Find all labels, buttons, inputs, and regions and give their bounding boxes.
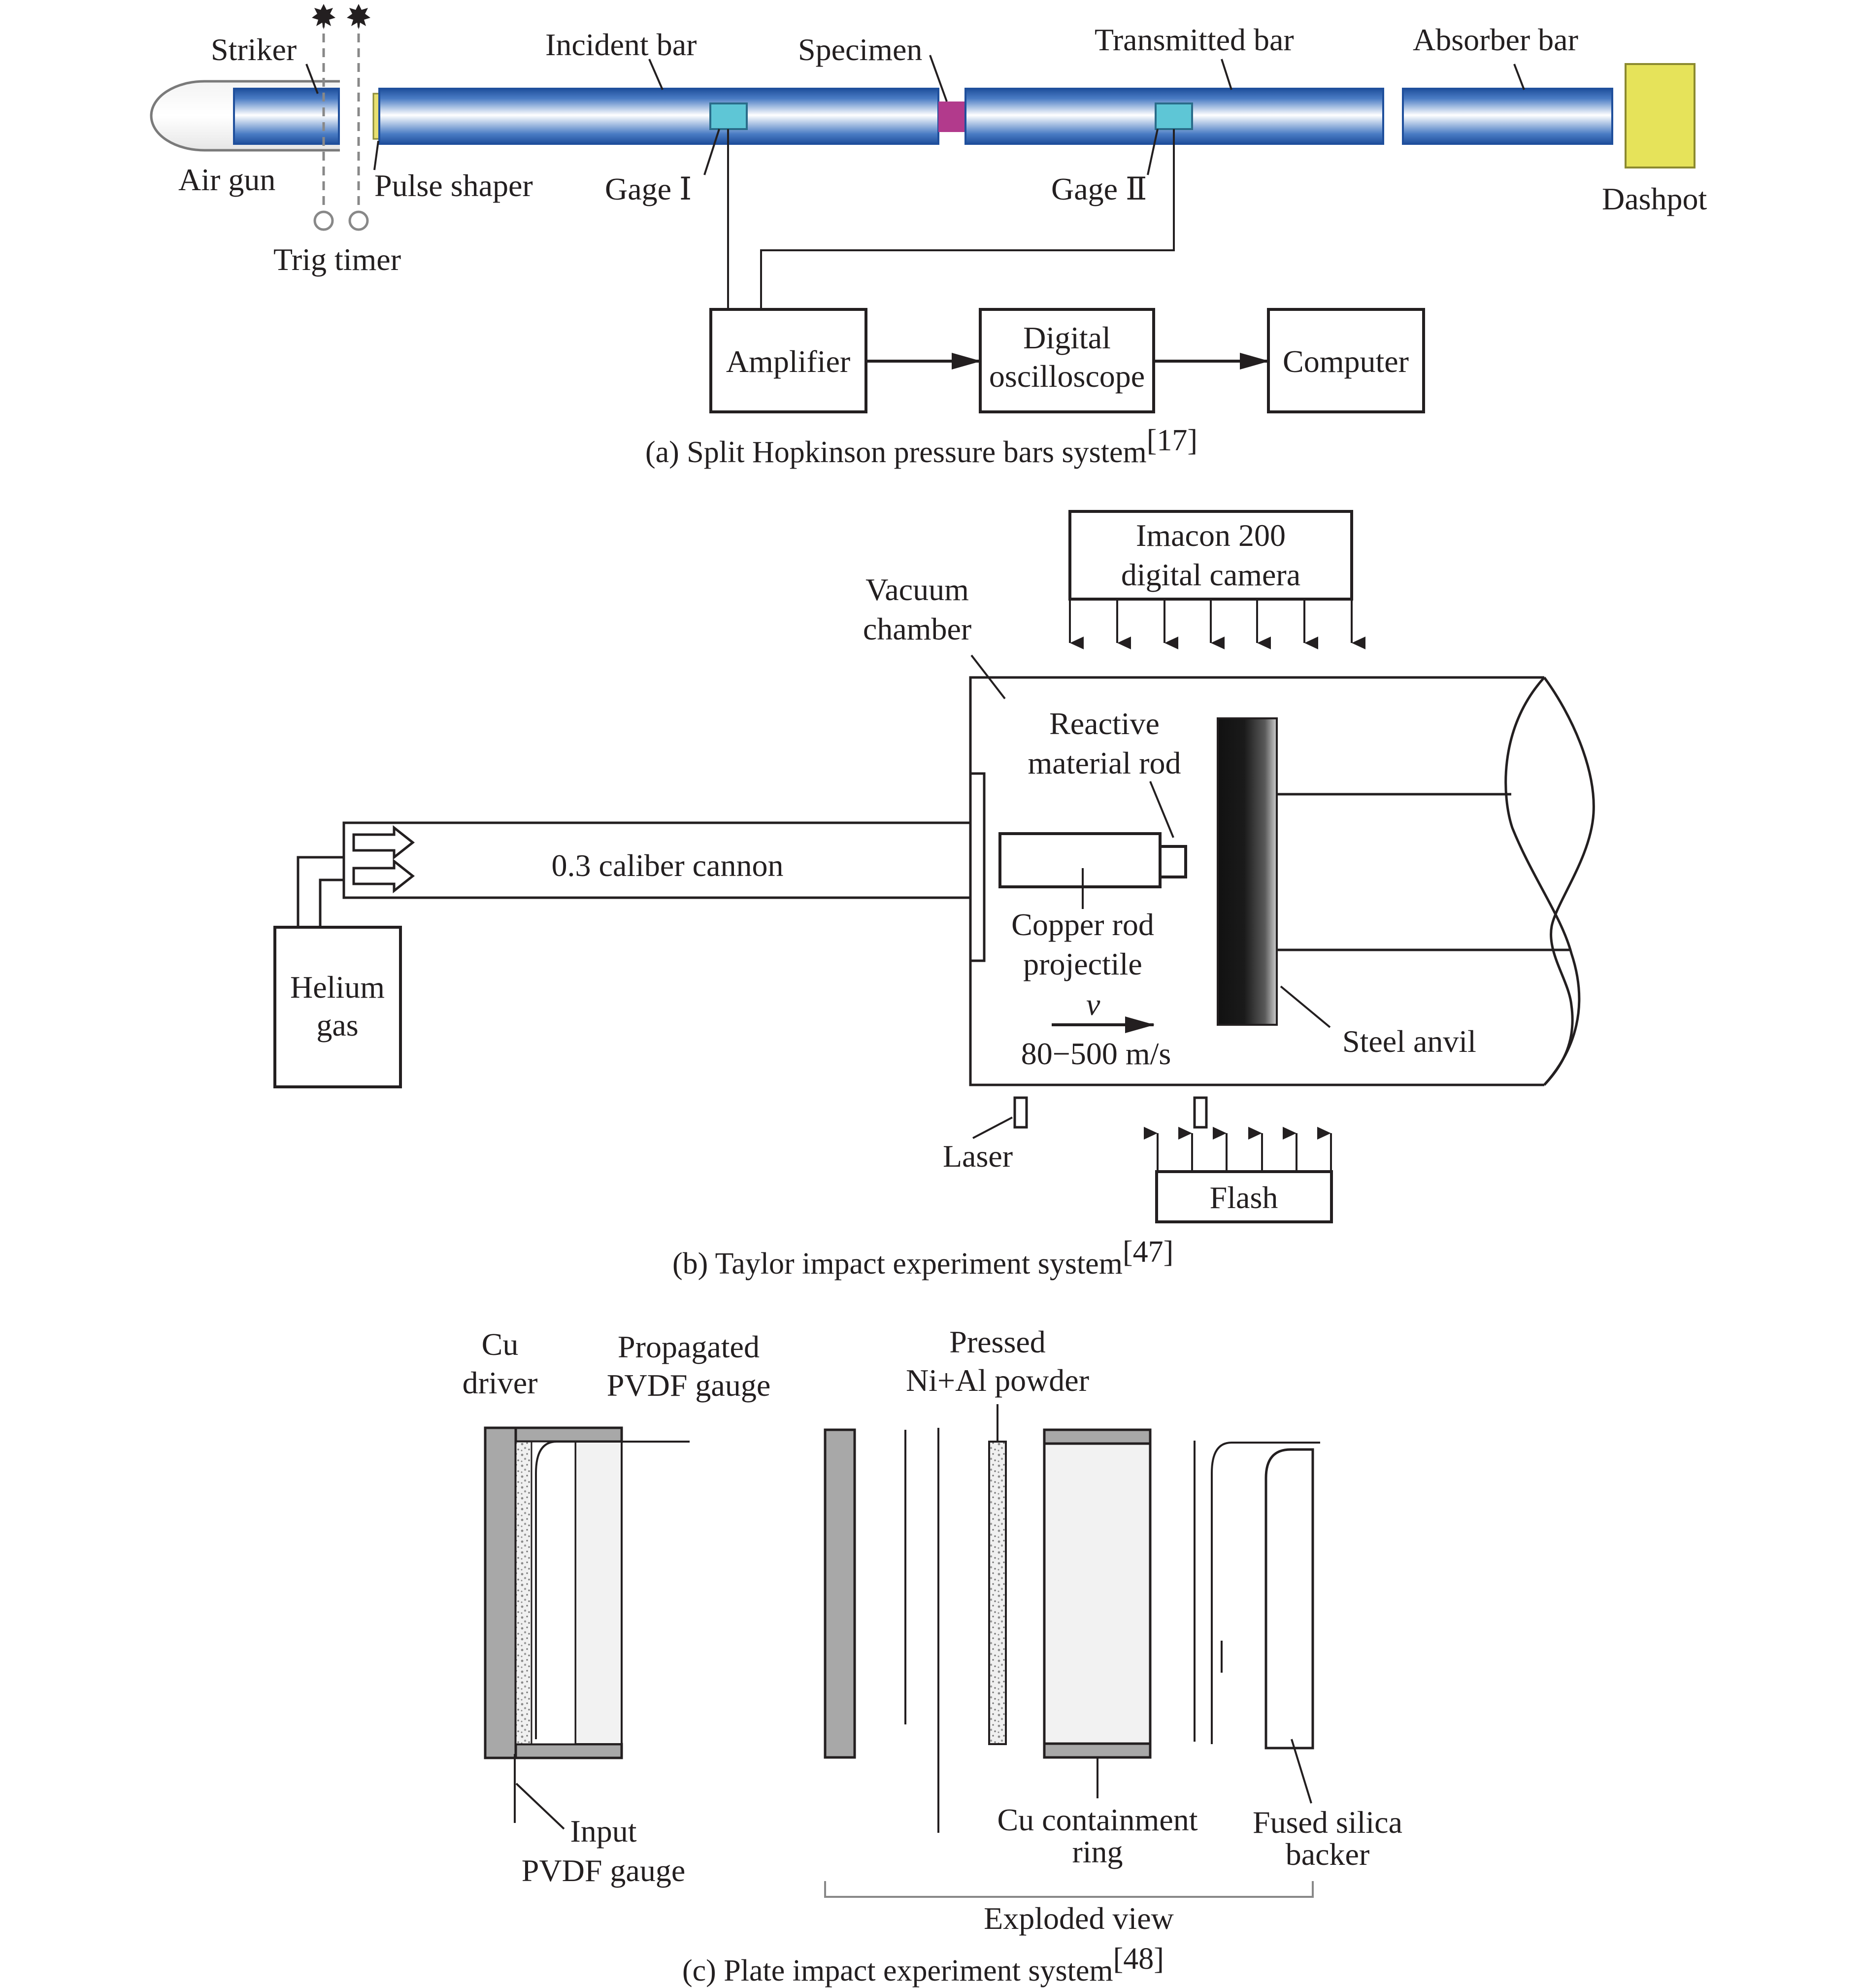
flash-arrows (1144, 1127, 1332, 1172)
label-reactive-line1: Reactive (1049, 706, 1160, 741)
label-absorber-bar: Absorber bar (1413, 22, 1578, 57)
label-air-gun: Air gun (178, 162, 275, 197)
fused-silica-backer-exploded (1264, 1448, 1314, 1750)
gage-2 (1155, 102, 1193, 130)
label-exploded-view: Exploded view (984, 1901, 1174, 1936)
camera-arrows (1069, 599, 1365, 649)
cu-driver-plate (484, 1426, 517, 1759)
ni-al-powder-assembled (515, 1441, 532, 1745)
flash-sensor (1193, 1096, 1208, 1129)
label-striker: Striker (211, 32, 297, 67)
panel-a-shpb: Striker Incident bar Specimen Transmitte… (150, 4, 1707, 469)
cu-containment-ring-exploded (1043, 1428, 1152, 1759)
label-copper-line1: Copper rod (1011, 907, 1154, 942)
gas-flow-arrow-icon (352, 825, 415, 894)
label-pulse-shaper: Pulse shaper (374, 168, 533, 203)
label-input-line2: PVDF gauge (522, 1853, 685, 1888)
digital-oscilloscope-box (979, 308, 1155, 413)
label-gage-2: Gage Ⅱ (1051, 171, 1147, 206)
label-propagated-line2: PVDF gauge (607, 1368, 770, 1403)
caption-b: (b) Taylor impact experiment system[47] (672, 1235, 1173, 1280)
label-cu-driver-line1: Cu (482, 1327, 519, 1362)
exploded-view-bracket (824, 1881, 1314, 1898)
label-gage-1: Gage Ⅰ (605, 171, 692, 206)
label-amplifier: Amplifier (726, 344, 850, 379)
steel-anvil (1217, 717, 1278, 1026)
cannon-barrel (342, 821, 972, 899)
reactive-material-rod (1159, 845, 1187, 878)
trig-timer-sensor-icon (313, 210, 334, 231)
label-camera-line2: digital camera (1121, 557, 1300, 592)
exploded-view (824, 1404, 1320, 1898)
label-cu-ring-line1: Cu containment (997, 1802, 1197, 1837)
panel-c-plate-impact: Cu driver Propagated PVDF gauge Input PV… (463, 1324, 1402, 1988)
helium-gas-box (273, 926, 402, 1088)
copper-rod-projectile (998, 832, 1162, 888)
cu-ring-bottom (514, 1743, 623, 1759)
label-specimen: Specimen (798, 32, 922, 67)
label-pressed-line2: Ni+Al powder (906, 1363, 1089, 1398)
label-copper-line2: projectile (1023, 946, 1142, 981)
label-helium-line2: gas (316, 1008, 358, 1043)
cu-driver-exploded (824, 1428, 856, 1759)
label-pressed-line1: Pressed (949, 1324, 1046, 1359)
striker-bar (233, 88, 340, 145)
label-velocity-range: 80−500 m/s (1021, 1036, 1171, 1071)
label-computer: Computer (1283, 344, 1409, 379)
label-steel-anvil: Steel anvil (1342, 1024, 1476, 1059)
caption-c: (c) Plate impact experiment system[48] (682, 1942, 1164, 1988)
computer-box (1267, 308, 1425, 413)
label-digital: Digital (1023, 320, 1111, 355)
label-cannon: 0.3 caliber cannon (552, 848, 784, 883)
cu-ring-top (514, 1426, 623, 1443)
caption-a: (a) Split Hopkinson pressure bars system… (645, 424, 1197, 469)
label-camera-line1: Imacon 200 (1136, 518, 1286, 553)
flash-box (1155, 1170, 1333, 1223)
label-incident-bar: Incident bar (545, 27, 697, 62)
label-transmitted-bar: Transmitted bar (1095, 22, 1294, 57)
trigger-marker-icon (312, 4, 370, 30)
dashpot (1625, 63, 1696, 168)
assembled-target (484, 1426, 690, 1830)
label-trig-timer: Trig timer (273, 242, 401, 277)
specimen (938, 101, 965, 132)
label-helium-line1: Helium (290, 970, 385, 1005)
label-flash: Flash (1210, 1180, 1278, 1215)
label-vacuum-line1: Vacuum (865, 572, 969, 607)
label-reactive-line2: material rod (1028, 745, 1181, 780)
label-cu-driver-line2: driver (463, 1365, 538, 1400)
silica-backer-assembled (574, 1441, 623, 1745)
label-silica-line1: Fused silica (1253, 1805, 1402, 1840)
label-vacuum-line2: chamber (863, 611, 971, 646)
incident-bar (378, 88, 939, 145)
absorber-bar (1402, 88, 1613, 145)
label-oscilloscope: oscilloscope (989, 359, 1145, 394)
label-laser: Laser (943, 1139, 1013, 1174)
ni-al-powder-exploded (988, 1441, 1007, 1745)
cannon-flange (969, 772, 986, 962)
laser-sensor (1013, 1096, 1028, 1129)
label-propagated-line1: Propagated (618, 1329, 760, 1364)
label-input-line1: Input (570, 1814, 636, 1849)
label-cu-ring-line2: ring (1072, 1834, 1123, 1869)
label-velocity-symbol: v (1086, 987, 1100, 1022)
trig-timer-sensor-icon (348, 210, 369, 231)
gage-1 (709, 102, 748, 130)
panel-b-taylor-impact: Imacon 200 digital camera Vacuum chamber… (273, 510, 1595, 1280)
label-silica-line2: backer (1286, 1837, 1370, 1872)
label-dashpot: Dashpot (1602, 181, 1707, 216)
